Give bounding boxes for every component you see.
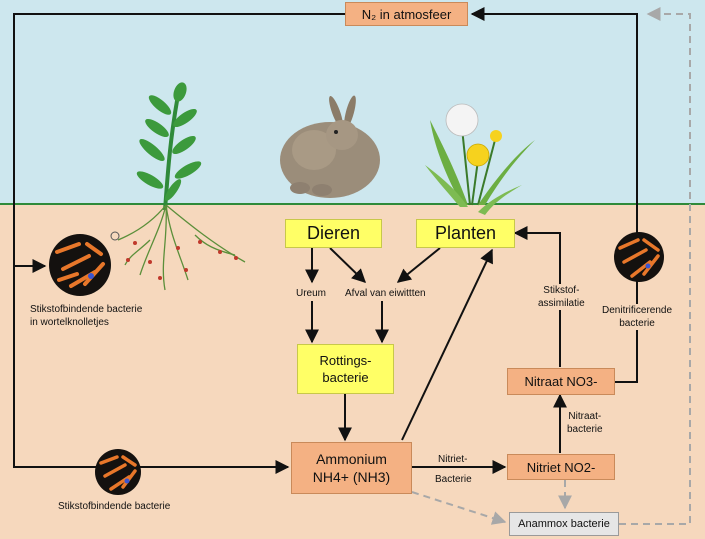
arrow-n2-to-roots [13, 13, 345, 273]
nitriet-bacterie-label-2: Bacterie [435, 474, 472, 485]
nitriet-label: Nitriet NO2- [526, 459, 596, 475]
afval-label: Afval van eiwittten [345, 288, 426, 299]
arrow-dieren-to-afval [329, 247, 367, 283]
ammonium-label: Ammonium NH4+ (NH3) [312, 451, 391, 485]
ground-line [0, 203, 705, 205]
arrow-n2-to-ammonium [13, 266, 290, 474]
bacteria-soil-icon [95, 449, 141, 495]
arrow-ammonium-to-anammox [411, 491, 507, 525]
ammonium-box: Ammonium NH4+ (NH3) [291, 442, 412, 494]
arrow-nitraat-to-planten [513, 226, 561, 367]
rottingsbacterie-box: Rottings- bacterie [297, 344, 394, 394]
nitriet-bacterie-label-1: Nitriet- [438, 454, 468, 465]
planten-label: Planten [434, 223, 497, 243]
nitraat-bacterie-label: Nitraat- bacterie [567, 411, 603, 435]
nitrogen-fixing-bacteria-label: Stikstofbindende bacterie [58, 501, 171, 512]
nitriet-box: Nitriet NO2- [507, 454, 615, 480]
denitrificerende-label: Denitrificerende bacterie [602, 304, 673, 330]
rabbit-icon [280, 95, 380, 198]
dandelion-icon [425, 103, 535, 215]
nitraat-label: Nitraat NO3- [524, 374, 598, 389]
assimilatie-label: Stikstof- assimilatie [538, 284, 585, 310]
arrow-ammonium-to-planten [401, 248, 493, 441]
dieren-label: Dieren [306, 223, 361, 243]
anammox-label: Anammox bacterie [518, 518, 610, 530]
arrow-denitrification-to-n2 [470, 7, 638, 383]
nitraat-box: Nitraat NO3- [507, 368, 615, 395]
rottingsbacterie-label: Rottings- bacterie [319, 353, 372, 385]
grass-plant-icon [110, 82, 246, 291]
bacteria-root-icon [49, 234, 111, 296]
root-bacteria-label: Stikstofbindende bacterie in wortelknoll… [30, 304, 143, 328]
ureum-label: Ureum [296, 288, 327, 299]
dieren-box: Dieren [285, 219, 382, 248]
arrow-planten-to-afval [396, 247, 441, 283]
bacteria-denitrifying-icon [614, 232, 664, 282]
anammox-box: Anammox bacterie [509, 512, 619, 536]
n2-atmosphere-label: N₂ in atmosfeer [361, 6, 452, 22]
n2-atmosphere-box: N₂ in atmosfeer [345, 2, 468, 26]
arrow-anammox-to-n2 [619, 7, 691, 525]
planten-box: Planten [416, 219, 515, 248]
